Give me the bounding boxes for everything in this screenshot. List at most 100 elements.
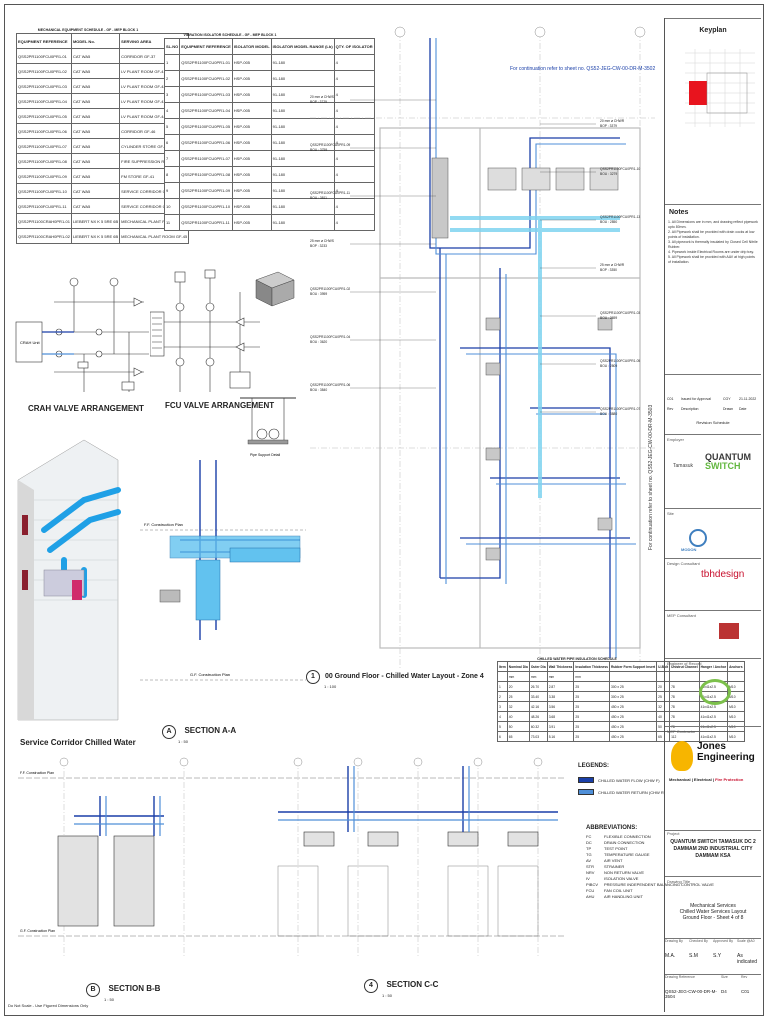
legend-label: CHILLED WATER RETURN (CHW R): [598, 789, 666, 795]
site-logo-icon: [689, 529, 707, 547]
note-item: 2. All Pipework shall be provided with d…: [668, 230, 755, 239]
drawing-ref-label: Drawing Reference: [665, 975, 695, 979]
table-cell: 32: [506, 701, 530, 712]
table-cell: CAT WA5: [70, 63, 121, 79]
contractor-tag-1: Mechanical: [669, 777, 691, 782]
employer-sub: Tamasuk: [673, 463, 694, 469]
section-cc-marker[interactable]: 4: [364, 979, 378, 993]
note-item: 5. All Pipework shall be provided with A…: [668, 255, 755, 264]
plan-tag: BOU : 2809: [600, 364, 617, 368]
section-cc-drawing: [262, 757, 566, 956]
plan-tag: QSS2PR1100FCU0PR1-03: [600, 311, 640, 315]
table-cell: 50: [506, 721, 530, 732]
plan-tag: BOU : 3759: [310, 148, 327, 152]
contractor-name-1: Jones: [697, 741, 726, 752]
drawing-title-line: Ground Floor - Sheet 4 of 8: [682, 915, 744, 921]
service-corridor-title: Service Corridor Chilled Water: [20, 738, 136, 747]
table-cell: CAT WA5: [70, 153, 121, 169]
drawing-ref-values: QS52-JEG-CW-00-DR-M-3504 D4 C01: [665, 989, 761, 999]
pipe-support-label: Pipe Support Detail: [250, 453, 280, 457]
column-header: EQUIPMENT REFERENCE: [179, 38, 233, 55]
plan-tag: 20 mm ø CHWR: [600, 119, 625, 123]
table-cell: HSP-005: [231, 182, 272, 199]
table-cell: QSS2PR1100FCU0PR1-06: [179, 134, 233, 151]
table-cell: HSP-005: [231, 134, 272, 151]
table-cell: LIEBERT NX K 5 5RE 6B: [70, 228, 121, 244]
plan-tag: BOU : 3279: [600, 172, 617, 176]
table-cell: MECHANICAL PLANT ROOM GF-45: [119, 228, 190, 244]
table-cell: CAT WA5: [70, 183, 121, 199]
table-cell: 8: [163, 166, 181, 183]
section-bb-marker[interactable]: B: [86, 983, 100, 997]
unit-cell: mm: [573, 671, 611, 682]
table-cell: CAT WA5: [70, 138, 121, 154]
abbreviation-code: FC: [586, 834, 592, 839]
approved-by-value: S.Y: [713, 953, 722, 959]
employer-logo: QUANTUM SWITCH: [705, 453, 751, 471]
abbreviation-meaning: FLEXIBLE CONNECTION: [604, 834, 651, 839]
table-cell: QSS2PR1100FCU0PR1-10: [16, 183, 72, 199]
table-cell: 2: [163, 70, 181, 87]
plan-marker[interactable]: 1: [306, 670, 320, 684]
table-cell: 3.56: [546, 701, 575, 712]
table-cell: QSS2PR1100FCU0PR1-09: [16, 168, 72, 184]
drawing-title-label: Drawing Title: [667, 879, 691, 884]
drawing-ref-value: QS52-JEG-CW-00-DR-M-3504: [665, 989, 717, 999]
table-cell: 300 x 25: [609, 691, 658, 702]
plan-tag: BOP : 3350: [600, 268, 617, 272]
table-cell: 91-180: [270, 214, 335, 231]
column-header: Item: [497, 661, 508, 672]
legend-label: CHILLED WATER FLOW (CHW F): [598, 777, 660, 783]
engineer-logo: [699, 679, 731, 705]
abbreviation-meaning: ISOLATION VALVE: [604, 876, 639, 881]
plan-tag: BOU : 2850: [600, 220, 617, 224]
abbreviation-code: AHU: [586, 894, 595, 899]
fcu-valve-title: FCU VALVE ARRANGEMENT: [165, 401, 275, 410]
table-cell: HSP-005: [231, 54, 272, 71]
checked-by-label: Checked By: [689, 939, 708, 943]
section-bb-drawing: F.F. Construction Plan G.F. Construction…: [18, 757, 260, 956]
notes-title: Notes: [669, 209, 689, 216]
plan-tag: BOU : 3840: [310, 388, 327, 392]
employer-label: Employer: [667, 437, 684, 442]
plan-tag: BOU : 2659: [600, 316, 617, 320]
section-bb-label: B SECTION B-B 1 : 50: [86, 978, 160, 1002]
section-aa-marker[interactable]: A: [162, 725, 176, 739]
table-cell: 25: [506, 691, 530, 702]
table-cell: QSS2PR1100FCU0PR1-11: [16, 198, 72, 214]
mep-contractor-label: MEP Contractor: [667, 729, 696, 734]
column-header: SL.NO: [163, 38, 181, 55]
plan-tag: BOP : 3729: [310, 100, 327, 104]
contractor-tag-3: Fire Protection: [715, 777, 744, 782]
table-cell: 65: [656, 731, 671, 742]
crah-valve-title: CRAH VALVE ARRANGEMENT: [28, 404, 144, 413]
column-header: Nominal Dia: [506, 661, 530, 672]
aa-ff-label: F.F. Construction Plan: [144, 522, 183, 527]
table-cell: HSP-005: [231, 118, 272, 135]
crah-unit-label: CRAH Unit: [20, 340, 40, 345]
design-consultant-label: Design Consultant: [667, 561, 700, 566]
abbreviation-meaning: STRAINER: [604, 864, 625, 869]
table-cell: CAT WA5: [70, 123, 121, 139]
table-cell: 4: [497, 711, 508, 722]
table-cell: 91-180: [270, 102, 335, 119]
abbreviation-code: TP: [586, 846, 592, 851]
contractor-name-2: Engineering: [697, 752, 755, 763]
rev-label: Rev: [741, 975, 748, 979]
notes-section: Notes 1. All Dimensions are in mm, and d…: [665, 204, 761, 375]
table-cell: 60.32: [528, 721, 548, 732]
table-cell: QSS2PR1100FCU0PR1-03: [179, 86, 233, 103]
table-cell: 4: [163, 102, 181, 119]
drawn-by-label: Drawing By: [665, 939, 683, 943]
plan-tag: QSS2PR1100FCU0PR1-09: [310, 143, 350, 147]
revision-header: Date: [739, 407, 747, 411]
